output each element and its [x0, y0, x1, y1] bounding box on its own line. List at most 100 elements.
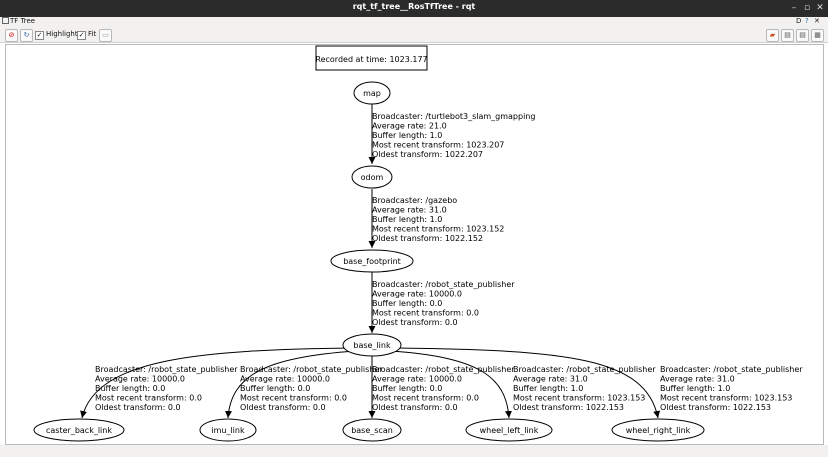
stop-icon: ⊘ [8, 31, 15, 39]
edge-label-line: Average rate: 10000.0 [95, 375, 185, 384]
node-label: odom [361, 173, 384, 182]
edge-label-line: Average rate: 31.0 [513, 375, 588, 384]
node-base-scan[interactable]: base_scan [342, 418, 402, 442]
window-title: rqt_tf_tree__RosTfTree - rqt [352, 2, 476, 11]
save-image-button[interactable]: ▦ [811, 29, 824, 42]
plugin-title-label: TF Tree [10, 17, 36, 25]
edge-label-line: Oldest transform: 0.0 [240, 403, 326, 412]
node-imu-link[interactable]: imu_link [199, 418, 257, 442]
edge-label-base-link-wheel-left-link: Broadcaster: /robot_state_publisher Aver… [513, 365, 656, 412]
edge-label-line: Oldest transform: 0.0 [372, 318, 458, 327]
edge-label-line: Buffer length: 0.0 [372, 384, 442, 393]
node-label: wheel_right_link [626, 426, 691, 435]
fit-checkbox[interactable]: ✓Fit [77, 30, 96, 40]
edge-label-line: Most recent transform: 1023.152 [372, 225, 504, 234]
tf-graph-canvas[interactable]: Recorded at time: 1023.177 map odom base… [5, 44, 824, 445]
node-base-link[interactable]: base_link [342, 333, 402, 357]
node-caster-back-link[interactable]: caster_back_link [33, 418, 125, 442]
help-button[interactable]: ? [805, 17, 809, 25]
edge-label-line: Oldest transform: 1022.207 [372, 150, 483, 159]
edge-label-line: Most recent transform: 0.0 [95, 394, 202, 403]
edge-label-line: Buffer length: 0.0 [240, 384, 310, 393]
edge-label-line: Oldest transform: 1022.153 [513, 403, 624, 412]
edge-label-line: Average rate: 21.0 [372, 122, 447, 131]
edge-base-link-wheel-left-link[interactable] [390, 350, 512, 419]
node-map[interactable]: map [353, 81, 391, 105]
edge-label-line: Broadcaster: /robot_state_publisher [240, 365, 383, 374]
save-svg-button[interactable]: ▤ [796, 29, 809, 42]
edge-label-line: Oldest transform: 0.0 [372, 403, 458, 412]
edge-label-line: Broadcaster: /turtlebot3_slam_gmapping [372, 112, 535, 121]
refresh-icon: ↻ [23, 31, 30, 39]
node-label: map [363, 89, 381, 98]
node-wheel-left-link[interactable]: wheel_left_link [465, 418, 553, 442]
stop-button[interactable]: ⊘ [5, 29, 18, 42]
node-label: base_link [353, 341, 391, 350]
window-titlebar: rqt_tf_tree__RosTfTree - rqt – ▫ ✕ [0, 0, 828, 17]
edge-label-base-link-base-scan: Broadcaster: /robot_state_publisher Aver… [372, 365, 515, 412]
edge-label-line: Most recent transform: 1023.153 [513, 394, 645, 403]
node-label: caster_back_link [46, 426, 112, 435]
edge-label-base-link-wheel-right-link: Broadcaster: /robot_state_publisher Aver… [660, 365, 803, 412]
highlight-label: Highlight [46, 30, 78, 38]
node-label: wheel_left_link [480, 426, 539, 435]
refresh-button[interactable]: ↻ [20, 29, 33, 42]
load-button[interactable]: ▰ [766, 29, 779, 42]
edge-label-map-odom: Broadcaster: /turtlebot3_slam_gmapping A… [372, 112, 535, 159]
edge-label-line: Average rate: 10000.0 [240, 375, 330, 384]
edge-label-line: Broadcaster: /robot_state_publisher [660, 365, 803, 374]
plugin-header: TF Tree D ? ✕ [0, 17, 828, 28]
edge-label-line: Average rate: 10000.0 [372, 290, 462, 299]
tf-graph[interactable]: Recorded at time: 1023.177 map odom base… [6, 45, 823, 444]
edge-label-line: Broadcaster: /robot_state_publisher [372, 365, 515, 374]
plugin-icon [2, 17, 9, 24]
folder-icon: ▰ [769, 31, 776, 39]
edge-label-line: Broadcaster: /robot_state_publisher [513, 365, 656, 374]
fit-view-button[interactable]: ▭ [99, 29, 112, 42]
save-icon: ▤ [799, 31, 806, 39]
toolbar: ⊘ ↻ ✓Highlight ✓Fit ▭ ▰ ▤ ▤ ▦ [0, 28, 828, 43]
recorded-time-box [315, 45, 428, 71]
edge-label-line: Buffer length: 1.0 [513, 384, 583, 393]
check-icon: ✓ [35, 31, 44, 40]
edge-base-link-caster-back-link[interactable] [80, 347, 352, 419]
edge-label-odom-base-footprint: Broadcaster: /gazebo Average rate: 31.0 … [372, 196, 504, 243]
edge-label-line: Buffer length: 1.0 [372, 215, 442, 224]
edge-label-line: Most recent transform: 1023.153 [660, 394, 792, 403]
edge-label-line: Broadcaster: /robot_state_publisher [372, 280, 515, 289]
node-label: base_scan [351, 426, 393, 435]
edge-label-line: Broadcaster: /gazebo [372, 196, 457, 205]
edge-label-line: Buffer length: 1.0 [372, 131, 442, 140]
edge-label-line: Most recent transform: 0.0 [372, 309, 479, 318]
maximize-icon[interactable]: ▫ [803, 3, 811, 13]
edge-label-base-footprint-base-link: Broadcaster: /robot_state_publisher Aver… [372, 280, 515, 327]
close-icon[interactable]: ✕ [816, 3, 824, 13]
minimize-icon[interactable]: – [791, 3, 797, 13]
image-icon: ▦ [814, 31, 821, 39]
node-wheel-right-link[interactable]: wheel_right_link [611, 418, 705, 442]
dock-button[interactable]: D [796, 17, 802, 25]
edge-label-line: Average rate: 31.0 [372, 206, 447, 215]
edge-label-line: Broadcaster: /robot_state_publisher [95, 365, 238, 374]
recorded-time-label: Recorded at time: 1023.177 [315, 55, 427, 64]
edge-base-link-imu-link[interactable] [225, 350, 357, 419]
node-base-footprint[interactable]: base_footprint [330, 249, 414, 273]
edge-label-base-link-caster-back-link: Broadcaster: /robot_state_publisher Aver… [95, 365, 238, 412]
save-icon: ▤ [784, 31, 791, 39]
node-label: imu_link [211, 426, 245, 435]
edge-label-line: Oldest transform: 1022.153 [660, 403, 771, 412]
edge-label-line: Most recent transform: 0.0 [372, 394, 479, 403]
edge-label-base-link-imu-link: Broadcaster: /robot_state_publisher Aver… [240, 365, 383, 412]
edge-label-line: Buffer length: 0.0 [372, 299, 442, 308]
save-dot-button[interactable]: ▤ [781, 29, 794, 42]
close-plugin-button[interactable]: ✕ [814, 17, 820, 25]
node-label: base_footprint [343, 257, 401, 266]
status-bar [0, 445, 828, 457]
highlight-checkbox[interactable]: ✓Highlight [35, 30, 78, 40]
node-odom[interactable]: odom [351, 165, 393, 189]
plugin-title: TF Tree [2, 17, 35, 25]
edge-label-line: Buffer length: 0.0 [95, 384, 165, 393]
check-icon: ✓ [77, 31, 86, 40]
edge-label-line: Oldest transform: 1022.152 [372, 234, 483, 243]
edge-base-link-wheel-right-link[interactable] [393, 347, 661, 419]
